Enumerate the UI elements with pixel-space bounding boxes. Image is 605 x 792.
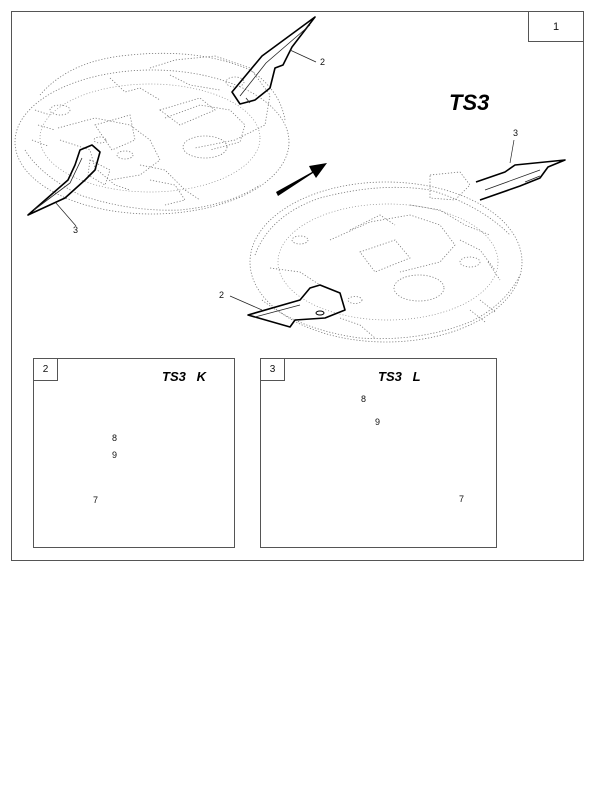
inset-right-callout-glue: 7 bbox=[459, 494, 465, 504]
inset-right: 3 bbox=[260, 358, 497, 548]
inset-left-number: 2 bbox=[34, 359, 58, 381]
inset-left: 2 bbox=[33, 358, 235, 548]
inset-right-callout-nut: 9 bbox=[375, 417, 381, 427]
inset-left-callout-bolt: 8 bbox=[112, 433, 118, 443]
right-upper-stone-guard bbox=[475, 159, 566, 201]
callout-right-upper-guard: 3 bbox=[513, 128, 519, 138]
inset-left-label: TS3 K bbox=[162, 369, 207, 384]
lower-mower-disc bbox=[249, 171, 523, 343]
inset-right-callout-bolt: 8 bbox=[361, 394, 367, 404]
inset-right-number: 3 bbox=[261, 359, 285, 381]
left-stone-guard bbox=[27, 144, 101, 216]
top-stone-guard bbox=[231, 16, 316, 105]
main-model-label: TS3 bbox=[449, 90, 490, 115]
right-lower-stone-guard bbox=[247, 284, 346, 328]
inset-right-label: TS3 L bbox=[378, 369, 421, 384]
direction-arrow bbox=[276, 163, 327, 196]
callout-top-guard: 2 bbox=[320, 57, 326, 67]
inset-left-callout-glue: 7 bbox=[93, 495, 99, 505]
inset-left-callout-nut: 9 bbox=[112, 450, 118, 460]
page-number-box: 1 bbox=[528, 12, 583, 42]
callout-right-lower-guard: 2 bbox=[219, 290, 225, 300]
callout-left-guard: 3 bbox=[73, 225, 79, 235]
page-number: 1 bbox=[552, 20, 560, 33]
page-frame bbox=[11, 11, 584, 561]
